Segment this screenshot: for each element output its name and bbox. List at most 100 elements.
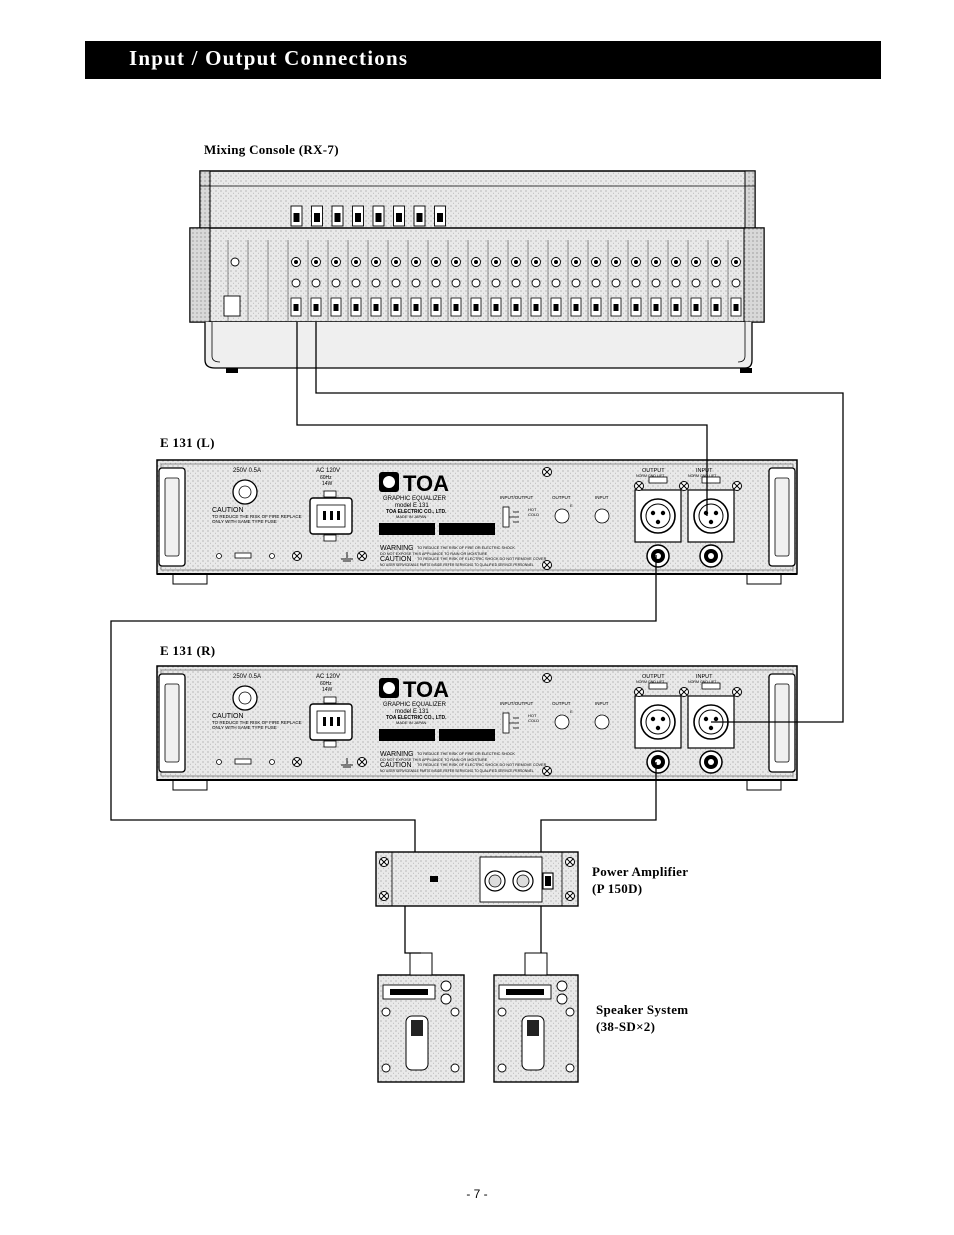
mixer-channel-knob-center — [354, 260, 358, 264]
mixer-channel-jack — [471, 278, 481, 288]
mixer-channel-knob-center — [414, 260, 418, 264]
mixer-channel-knob-center — [434, 260, 438, 264]
eq-right-product: GRAPHIC EQUALIZER — [383, 702, 447, 708]
mixer-channel-jack — [731, 278, 741, 288]
cable-mixer-to-eq-left — [296, 322, 708, 516]
mixer-channel-xlr-core — [513, 304, 519, 311]
mixer-channel-xlr-core — [293, 304, 299, 311]
mixer-channel-knob-center — [714, 260, 718, 264]
eq-right-caution2-l1: TO REDUCE THE RISK OF ELECTRIC SHOCK DO … — [417, 763, 547, 767]
eq-right-model: model E 131 — [395, 709, 429, 715]
mixer-channel-jack — [431, 278, 441, 288]
eq-right-caution-l2: ONLY WITH SAME TYPE FUSE — [212, 725, 277, 730]
mixer-channel-xlr-core — [373, 304, 379, 311]
eq-left-model: model E 131 — [395, 503, 429, 509]
page-title-bar: Input / Output Connections — [85, 41, 881, 79]
mixer-channel-xlr-core — [613, 304, 619, 311]
mixer-channel-jack — [351, 278, 361, 288]
mixer-channel-xlr-core — [633, 304, 639, 311]
amp-label-line2: (P 150D) — [592, 881, 643, 896]
mixer-channel-knob-center — [454, 260, 458, 264]
eq-left-warning-l1: TO REDUCE THE RISK OF FIRE OR ELECTRIC S… — [417, 546, 515, 550]
cable-eq-right-to-amp — [540, 762, 657, 852]
eq-right-input-jack-label: INPUT — [696, 674, 713, 680]
eq-left-output-jack-label: OUTPUT — [642, 468, 665, 474]
mixer-aux-socket-core — [437, 213, 443, 222]
eq-left-label-text: E 131 (L) — [160, 435, 215, 450]
eq-left-e: E — [570, 503, 573, 508]
mixer-channel-jack — [311, 278, 321, 288]
mixer-channel-knob-center — [374, 260, 378, 264]
amp-label-line1: Power Amplifier — [592, 864, 689, 879]
mixer-channel-jack — [591, 278, 601, 288]
eq-right-ac-text: AC 120V — [316, 674, 340, 680]
mixer-channel-jack — [551, 278, 561, 288]
speaker-left — [377, 952, 465, 1083]
eq-left-ac-hz-text: 60Hz — [320, 475, 332, 481]
mixer-channel-jack — [411, 278, 421, 288]
eq-left-maker: TOA ELECTRIC CO., LTD. — [386, 509, 447, 515]
mixer-channel-jack — [631, 278, 641, 288]
mixer-label-text: Mixing Console (RX-7) — [204, 142, 339, 157]
eq-left-input-jack-label: INPUT — [696, 468, 713, 474]
eq-right-out-label: OUTPUT — [552, 701, 571, 706]
speaker-label: Speaker System (38-SD×2) — [596, 1001, 688, 1035]
eq-left-warning-l2: DO NOT EXPOSE THIS APPLIANCE TO RAIN OR … — [380, 552, 488, 556]
mixer-channel-xlr-core — [333, 304, 339, 311]
eq-left-output-lift: NORM GND LIFT — [636, 474, 665, 478]
mixer-channel-knob-center — [534, 260, 538, 264]
eq-left-product: GRAPHIC EQUALIZER — [383, 496, 447, 502]
mixer-channel-jack — [571, 278, 581, 288]
mixer-channel-xlr-core — [653, 304, 659, 311]
mixer-channel-jack — [491, 278, 501, 288]
mixer-channel-xlr-core — [573, 304, 579, 311]
mixer-channel-xlr-core — [493, 304, 499, 311]
mixer-channel-xlr-core — [593, 304, 599, 311]
power-amplifier — [375, 851, 579, 907]
eq-left-cold: COLD — [528, 512, 539, 517]
mixer-channel-knob-center — [514, 260, 518, 264]
mixer-channel-jack — [511, 278, 521, 288]
eq-right-in-label: INPUT — [595, 701, 609, 706]
mixer-channel-strips — [223, 205, 742, 322]
mixer-aux-socket-core — [314, 213, 320, 222]
mixer-label: Mixing Console (RX-7) — [204, 141, 339, 158]
mixer-channel-xlr-core — [413, 304, 419, 311]
mixer-channel-jack — [651, 278, 661, 288]
mixer-channel-xlr-core — [533, 304, 539, 311]
eq-right-output-jack-label: OUTPUT — [642, 674, 665, 680]
eq-right-warning-l1: TO REDUCE THE RISK OF FIRE OR ELECTRIC S… — [417, 752, 515, 756]
eq-left-caution2-l2: NO USER SERVICEABLE PARTS INSIDE REFER S… — [380, 563, 534, 567]
mixer-channel-jack — [531, 278, 541, 288]
mixer-power-connector — [223, 295, 241, 317]
signal-cables — [110, 322, 844, 954]
eq-left-out-label: OUTPUT — [552, 495, 571, 500]
eq-right-warning-l2: DO NOT EXPOSE THIS APPLIANCE TO RAIN OR … — [380, 758, 488, 762]
mixer-channel-xlr-core — [673, 304, 679, 311]
eq-right-cold: COLD — [528, 718, 539, 723]
eq-left-in-label: INPUT — [595, 495, 609, 500]
mixer-channel-jack — [331, 278, 341, 288]
mixer-aux-socket-core — [396, 213, 402, 222]
cable-mixer-to-eq-right — [315, 322, 844, 723]
eq-left-io-label: INPUT/OUTPUT — [500, 495, 534, 500]
mixer-channel-jack — [371, 278, 381, 288]
eq-left-caution-title: CAUTION — [212, 507, 244, 514]
mixer-channel-knob-center — [594, 260, 598, 264]
mixer-channel-knob-center — [494, 260, 498, 264]
mixer-channel-xlr-core — [433, 304, 439, 311]
mixer-channel-xlr-core — [713, 304, 719, 311]
eq-right-io-label: INPUT/OUTPUT — [500, 701, 534, 706]
eq-right-ac-hz-text: 60Hz — [320, 681, 332, 687]
mixer-channel-jack — [691, 278, 701, 288]
amp-label: Power Amplifier (P 150D) — [592, 863, 688, 897]
eq-left-ac-w-text: 14W — [322, 481, 333, 487]
mixer-channel-jack — [611, 278, 621, 288]
mixer-channel-jack — [671, 278, 681, 288]
mixer-channel-xlr-core — [693, 304, 699, 311]
eq-left-ac-text: AC 120V — [316, 468, 340, 474]
eq-left-fuse-text: 250V 0.5A — [233, 468, 261, 474]
eq-left-warning-title: WARNING — [380, 545, 414, 552]
mixer-aux-socket-core — [334, 213, 341, 222]
mixer-channel-xlr-core — [473, 304, 479, 311]
